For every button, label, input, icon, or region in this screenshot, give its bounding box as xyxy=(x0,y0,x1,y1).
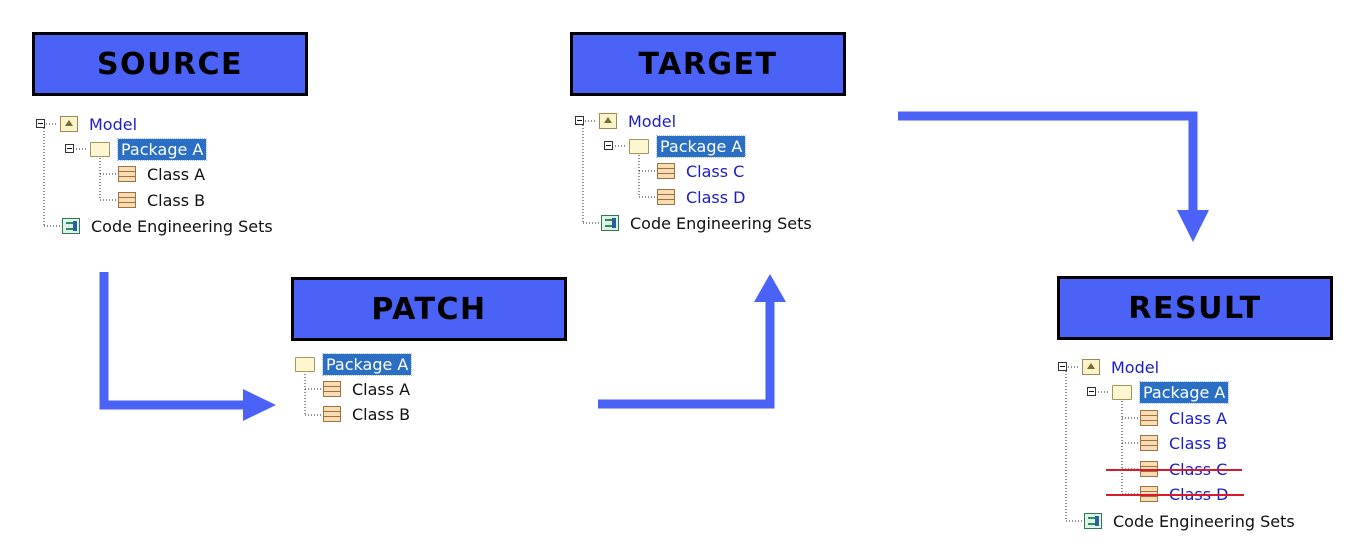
result-class-c-removed-label: Class C xyxy=(1105,459,1243,480)
target-package-node[interactable]: Package A xyxy=(629,134,747,158)
patch-tree: Package A Class A Class B xyxy=(293,350,593,440)
result-class-c-removed-node[interactable]: Class C xyxy=(1105,457,1243,481)
result-package-expander[interactable] xyxy=(1087,387,1096,396)
result-class-b-label: Class B xyxy=(1169,433,1228,453)
source-class-b-node[interactable]: Class B xyxy=(118,188,208,212)
target-code-sets-label: Code Engineering Sets xyxy=(630,213,812,233)
target-model-node[interactable]: Model xyxy=(599,109,679,133)
source-model-expander[interactable] xyxy=(36,119,45,128)
patch-package-node[interactable]: Package A xyxy=(295,352,413,376)
folder-icon xyxy=(295,356,315,372)
source-model-node[interactable]: Model xyxy=(60,112,140,136)
patch-title: PATCH xyxy=(291,277,567,341)
code-engineering-icon xyxy=(62,218,80,234)
arrowhead-target-to-result xyxy=(1177,210,1209,242)
arrow-source-to-patch xyxy=(99,272,245,410)
target-class-c-label: Class C xyxy=(686,161,745,181)
model-icon xyxy=(1082,359,1100,375)
source-code-sets-node[interactable]: Code Engineering Sets xyxy=(62,214,276,238)
result-package-node[interactable]: Package A xyxy=(1112,380,1230,404)
result-class-a-label: Class A xyxy=(1169,408,1228,428)
patch-class-a-label: Class A xyxy=(352,379,411,399)
class-icon xyxy=(1140,410,1158,426)
class-icon xyxy=(323,406,341,422)
target-package-label: Package A xyxy=(655,134,747,158)
result-class-d-removed-node[interactable]: Class D xyxy=(1106,482,1243,506)
result-code-sets-node[interactable]: Code Engineering Sets xyxy=(1084,509,1298,533)
class-icon xyxy=(118,192,136,208)
target-title: TARGET xyxy=(570,32,846,96)
source-code-sets-label: Code Engineering Sets xyxy=(91,216,273,236)
source-package-expander[interactable] xyxy=(65,144,74,153)
class-icon xyxy=(118,166,136,182)
arrow-target-to-result xyxy=(898,111,1198,212)
arrowhead-patch-to-target xyxy=(754,274,786,302)
result-class-a-node[interactable]: Class A xyxy=(1140,406,1230,430)
target-model-expander[interactable] xyxy=(575,116,584,125)
folder-icon xyxy=(90,141,110,157)
target-class-c-node[interactable]: Class C xyxy=(657,159,747,183)
source-class-a-node[interactable]: Class A xyxy=(118,162,208,186)
patch-package-label: Package A xyxy=(321,352,413,376)
target-class-d-node[interactable]: Class D xyxy=(657,185,749,209)
patch-class-a-node[interactable]: Class A xyxy=(323,377,413,401)
source-package-label: Package A xyxy=(116,137,208,161)
class-icon xyxy=(1140,435,1158,451)
result-class-d-removed-label: Class D xyxy=(1106,484,1243,505)
code-engineering-icon xyxy=(601,215,619,231)
class-icon xyxy=(323,381,341,397)
result-model-expander[interactable] xyxy=(1058,362,1067,371)
result-title: RESULT xyxy=(1057,276,1333,340)
code-engineering-icon xyxy=(1084,513,1102,529)
source-class-b-label: Class B xyxy=(147,190,206,210)
class-icon xyxy=(657,163,675,179)
source-package-node[interactable]: Package A xyxy=(90,137,208,161)
source-class-a-label: Class A xyxy=(147,164,206,184)
patch-class-b-node[interactable]: Class B xyxy=(323,402,413,426)
target-code-sets-node[interactable]: Code Engineering Sets xyxy=(601,211,815,235)
patch-class-b-label: Class B xyxy=(352,404,411,424)
result-model-node[interactable]: Model xyxy=(1082,355,1162,379)
model-icon xyxy=(60,116,78,132)
result-code-sets-label: Code Engineering Sets xyxy=(1113,511,1295,531)
folder-icon xyxy=(629,138,649,154)
arrow-patch-to-target xyxy=(598,300,775,409)
target-tree: Model Package A Class C Class D Code Eng… xyxy=(569,107,869,287)
result-class-b-node[interactable]: Class B xyxy=(1140,431,1230,455)
model-icon xyxy=(599,113,617,129)
result-package-label: Package A xyxy=(1138,380,1230,404)
target-class-d-label: Class D xyxy=(686,187,746,207)
source-model-label: Model xyxy=(89,114,138,134)
result-tree: Model Package A Class A Class B Class C … xyxy=(1052,353,1352,553)
target-model-label: Model xyxy=(628,111,677,131)
source-title: SOURCE xyxy=(32,32,308,96)
result-model-label: Model xyxy=(1111,357,1160,377)
folder-icon xyxy=(1112,384,1132,400)
patch-tree-lines xyxy=(304,374,321,416)
source-tree: Model Package A Class A Class B Code Eng… xyxy=(30,110,330,290)
target-package-expander[interactable] xyxy=(604,141,613,150)
arrowhead-source-to-patch xyxy=(243,389,276,421)
class-icon xyxy=(657,189,675,205)
